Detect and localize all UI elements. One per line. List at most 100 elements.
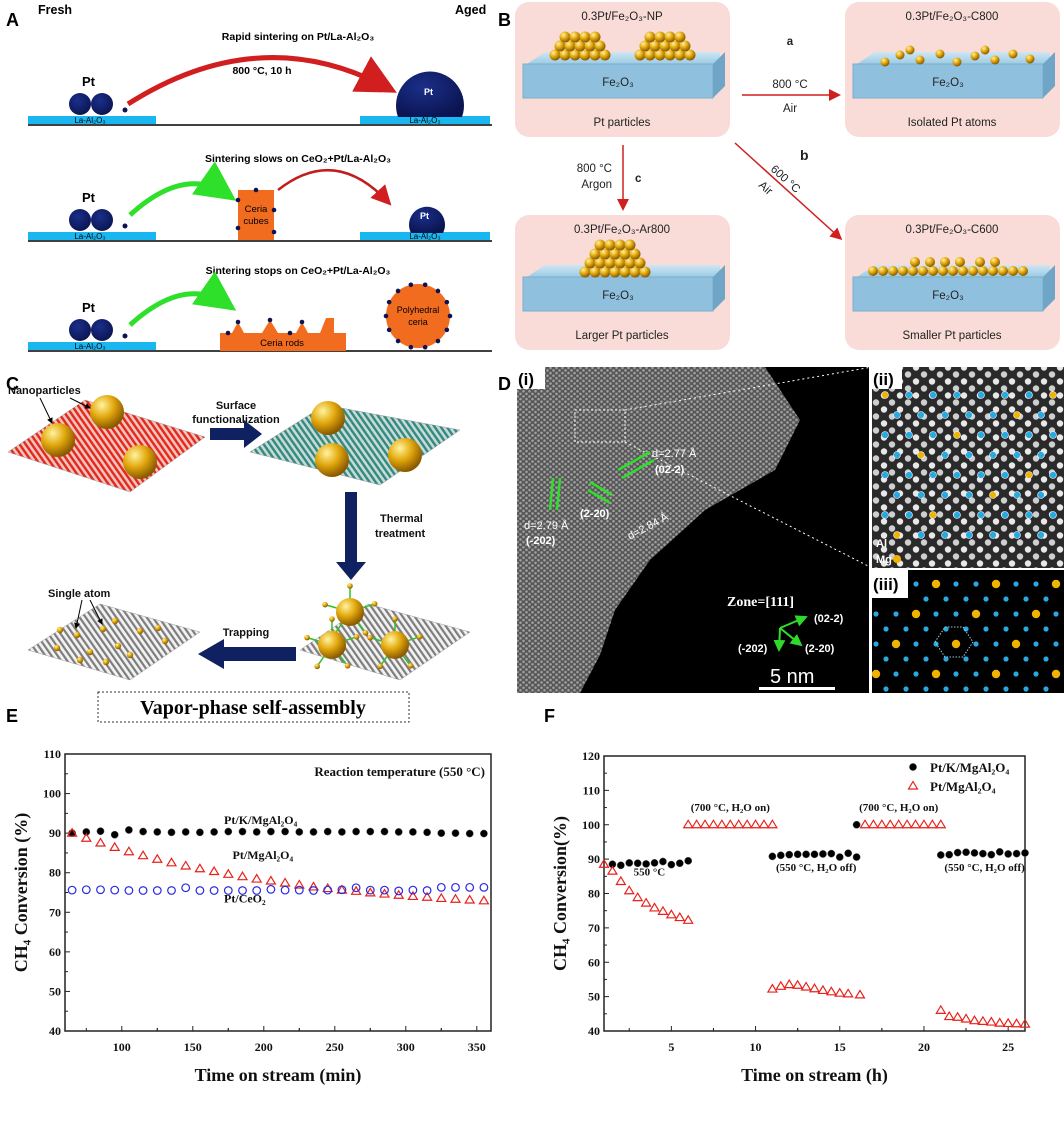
data-point — [479, 882, 489, 892]
al-atom — [933, 611, 939, 617]
al-atom — [1049, 471, 1057, 479]
annotation: (550 °C, H₂O off) — [944, 862, 1025, 874]
data-point — [1021, 849, 1029, 857]
pt-atoms — [383, 282, 453, 350]
data-point — [665, 909, 677, 919]
al-atom — [963, 686, 969, 692]
data-point — [209, 886, 219, 895]
support-bar — [360, 232, 490, 240]
lattice — [27, 603, 201, 681]
plot-frame — [603, 755, 1026, 1032]
pt-label: Pt — [420, 211, 429, 221]
row1-title: Rapid sintering on Pt/La-Al₂O₃ — [222, 31, 375, 43]
route-a-label: a — [787, 36, 794, 48]
data-point — [945, 850, 954, 859]
pt-particle — [69, 209, 91, 231]
ceria-rods — [220, 318, 346, 351]
row1-condition: 800 °C, 10 h — [232, 65, 291, 77]
legend-label: Pt/MgAl₂O₄ — [930, 779, 996, 794]
data-point — [800, 981, 812, 991]
data-point — [366, 827, 375, 836]
al-atom — [953, 471, 961, 479]
data-point — [125, 826, 133, 834]
capture-arrow — [128, 271, 237, 327]
y-tick-label: 50 — [588, 990, 600, 1004]
data-point — [977, 1015, 989, 1025]
al-atom — [989, 531, 997, 539]
single-atom — [53, 644, 61, 652]
al-atom — [929, 391, 937, 399]
mg-atom — [911, 609, 921, 619]
pt-label: Pt — [82, 74, 96, 89]
al-atom — [1023, 656, 1029, 662]
al-legend: Al — [876, 538, 887, 550]
data-point — [616, 861, 625, 870]
surface-functionalization-label: Surface — [216, 400, 256, 412]
data-point — [659, 857, 667, 866]
data-point — [1011, 1018, 1023, 1028]
data-point — [1004, 850, 1013, 858]
al-atom — [943, 626, 949, 632]
pt-spheres — [579, 239, 651, 278]
data-point — [817, 984, 829, 995]
al-atom — [1025, 391, 1033, 399]
single-atom — [86, 648, 94, 656]
data-point — [716, 819, 728, 829]
data-point — [994, 1017, 1006, 1027]
data-point — [80, 832, 92, 842]
data-point — [1002, 1017, 1014, 1028]
al-atom — [917, 411, 925, 419]
route-b-temp: 600 °C — [768, 163, 802, 196]
al-atom — [1033, 641, 1039, 647]
data-point — [842, 988, 854, 998]
data-point — [295, 828, 304, 836]
al-atom — [943, 686, 949, 692]
data-point — [979, 849, 987, 858]
al-atom — [1013, 611, 1019, 617]
ceria-cubes-label: cubes — [243, 216, 269, 227]
data-point — [252, 828, 261, 836]
al-atom — [965, 491, 973, 499]
series-0 — [608, 820, 1029, 870]
annotation: Reaction temperature (550 °C) — [314, 764, 485, 779]
mg-atom — [871, 669, 881, 679]
data-point — [81, 885, 91, 895]
data-point — [407, 890, 419, 901]
data-point — [750, 819, 762, 829]
pt-spheres — [880, 45, 1035, 67]
data-point — [266, 884, 276, 894]
al-atom — [903, 626, 909, 632]
x-axis-label: Time on stream (min) — [195, 1065, 362, 1086]
support-label: La-Al₂O₃ — [74, 342, 105, 351]
data-point — [802, 850, 810, 859]
al-atom — [913, 671, 919, 677]
al-atom — [1023, 686, 1029, 692]
functionalized-lattice — [249, 404, 461, 486]
x-tick-label: 250 — [326, 1040, 344, 1054]
al-atom — [1013, 491, 1021, 499]
data-point — [82, 828, 91, 836]
data-point — [365, 885, 375, 895]
data-point — [181, 883, 191, 893]
mg-atom — [1031, 609, 1041, 619]
mg-atom — [971, 609, 981, 619]
mg-atom — [991, 669, 1001, 679]
al-atom — [963, 626, 969, 632]
data-point — [792, 979, 804, 989]
al-atom — [977, 511, 985, 519]
al-atom — [1043, 686, 1049, 692]
trapping-label: Trapping — [223, 627, 269, 639]
al-atom — [1043, 596, 1049, 602]
x-tick-label: 20 — [918, 1040, 930, 1054]
al-atom — [965, 451, 973, 459]
data-point — [834, 987, 846, 997]
al-atom — [1037, 411, 1045, 419]
data-point — [962, 848, 970, 857]
data-point — [465, 829, 474, 838]
al-atom — [923, 626, 929, 632]
series-label: Pt/MgAl₂O₄ — [233, 848, 294, 862]
data-point — [66, 827, 78, 837]
route-b-label: b — [800, 147, 809, 163]
